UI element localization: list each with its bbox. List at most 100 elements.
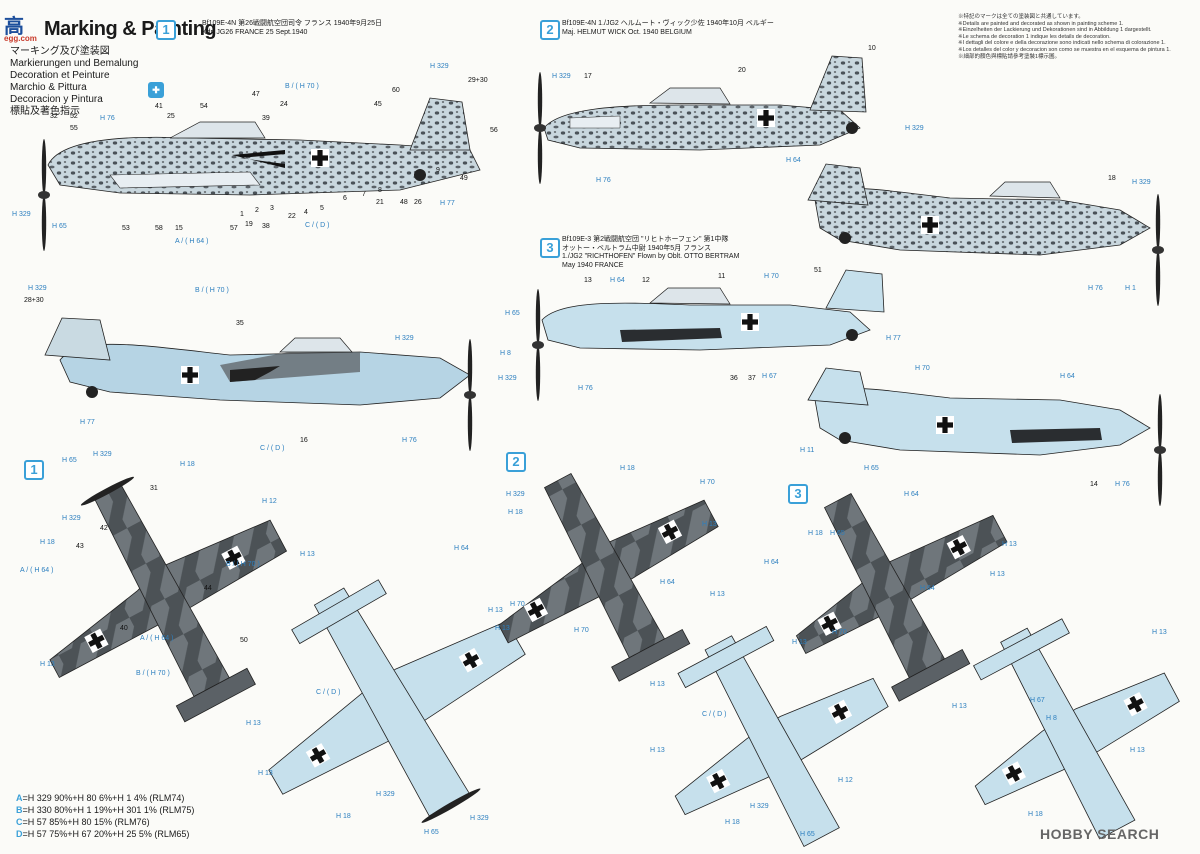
subtitle-line: 標貼及著色指示	[10, 106, 80, 117]
callout-color: H 65	[864, 465, 879, 472]
callout-part: 8	[378, 187, 382, 194]
callout-color: C / ( D )	[702, 711, 727, 718]
plan-2-upper	[498, 472, 719, 682]
scheme-caption-line: Kdr. JG26 FRANCE 25 Sept.1940	[202, 28, 308, 36]
callout-part: 54	[200, 103, 208, 110]
profile-scheme-3-right	[807, 367, 1166, 506]
callout-color: H 13	[40, 661, 55, 668]
profile-scheme-3-left	[532, 269, 885, 401]
callout-color: H 76	[100, 115, 115, 122]
callout-color: H 13	[650, 747, 665, 754]
callout-color: H 329	[12, 211, 31, 218]
callout-color: H 64	[764, 559, 779, 566]
scheme-1-caption: Bf109E-4N 第26戦闘航空団司令 フランス 1940年9月25日 Kdr…	[202, 20, 382, 37]
callout-color: H 12	[262, 498, 277, 505]
callout-color: H 76	[578, 385, 593, 392]
callout-part: 36	[730, 375, 738, 382]
callout-part: 47	[252, 91, 260, 98]
subtitle-list: マーキング及び塗装図 Markierungen und Bemalung Dec…	[10, 46, 138, 118]
callout-part: 17	[584, 73, 592, 80]
callout-color: H 64	[454, 545, 469, 552]
callout-part: 56	[490, 127, 498, 134]
callout-color: H 67	[1030, 697, 1045, 704]
callout-part: 42	[100, 525, 108, 532]
callout-color: H 13	[952, 703, 967, 710]
plan-3-lower	[973, 618, 1180, 840]
callout-color: H 70	[574, 627, 589, 634]
note-line: ※Los detalles del color y decoracion son…	[958, 46, 1171, 53]
profile-scheme-1-left	[38, 97, 481, 251]
callout-part: 12	[642, 277, 650, 284]
callout-part: 45	[374, 101, 382, 108]
callout-part: 18	[1108, 175, 1116, 182]
callout-color: H 13	[1130, 747, 1145, 754]
legend-text: =H 330 80%+H 1 19%+H 301 1% (RLM75)	[22, 805, 195, 815]
scheme-caption-line: オットー・ベルトラム中尉 1940年5月 フランス	[562, 244, 712, 252]
callout-color: H 65	[830, 530, 845, 537]
notes-block: ※特記のマークは全ての塗装図と共通しています。 ※Details are pai…	[958, 14, 1198, 60]
legend-text: =H 329 90%+H 80 6%+H 1 4% (RLM74)	[22, 793, 185, 803]
callout-part: 4	[304, 209, 308, 216]
callout-part: 11	[718, 273, 725, 280]
plan-3-badge: 3	[788, 484, 808, 504]
legend-row: A=H 329 90%+H 80 6%+H 1 4% (RLM74)	[16, 792, 194, 804]
callout-color: H 18	[180, 461, 195, 468]
callout-color: H 18	[336, 813, 351, 820]
callout-part: 50	[240, 637, 248, 644]
callout-part: 31	[150, 485, 158, 492]
callout-color: H 329	[506, 491, 525, 498]
callout-color: H 76	[1115, 481, 1130, 488]
callout-part: 25	[167, 113, 175, 120]
note-line: ※Details are painted and decorated as sh…	[958, 20, 1124, 27]
callout-part: 2	[255, 207, 259, 214]
callout-color: H 70	[764, 273, 779, 280]
callout-color: H 13	[702, 521, 717, 528]
callout-color: C / ( D )	[305, 222, 330, 229]
subtitle-line: Decoracion y Pintura	[10, 94, 103, 105]
callout-color: H 76	[402, 437, 417, 444]
note-line: ※Einzelheiten der Lackierung und Dekorat…	[958, 27, 1152, 34]
callout-part: 55	[70, 125, 78, 132]
callout-color: H 64	[660, 579, 675, 586]
callout-color: H 64	[1060, 373, 1075, 380]
callout-part: 35	[236, 320, 244, 327]
callout-color: H 329	[470, 815, 489, 822]
callout-color: H 329	[1132, 179, 1151, 186]
brand-logo: 高	[4, 16, 24, 38]
callout-color: H 13	[710, 591, 725, 598]
scheme-2-caption: Bf109E-4N 1./JG2 ヘルムート・ヴィック少佐 1940年10月 ベ…	[562, 20, 774, 37]
callout-part: 38	[262, 223, 270, 230]
callout-color: H 70	[700, 479, 715, 486]
callout-color: H 8	[1046, 715, 1057, 722]
callout-part: 43	[76, 543, 84, 550]
callout-part: 3	[270, 205, 274, 212]
callout-color: H 11	[800, 447, 814, 454]
callout-color: C / ( D )	[316, 689, 341, 696]
callout-part: 26	[414, 199, 422, 206]
callout-color: H 13	[300, 551, 315, 558]
callout-part: 60	[392, 87, 400, 94]
callout-color: H 13	[258, 770, 273, 777]
callout-part: 28+30	[24, 297, 44, 304]
subtitle-line: マーキング及び塗装図	[10, 46, 110, 57]
callout-part: 37	[748, 375, 756, 382]
callout-color: H 64	[786, 157, 801, 164]
callout-part: 13	[584, 277, 592, 284]
callout-color: H 13	[990, 571, 1005, 578]
callout-color: H 77	[440, 200, 455, 207]
callout-color: H 65	[424, 829, 439, 836]
legend-key: D	[16, 829, 23, 839]
profile-scheme-1-right	[44, 317, 476, 451]
note-line: ※特記のマークは全ての塗装図と共通しています。	[958, 14, 1084, 20]
callout-color: H 77	[886, 335, 901, 342]
scheme-caption-line: Bf109E-4N 第26戦闘航空団司令 フランス 1940年9月25日	[202, 20, 382, 27]
callout-color: H 65	[52, 223, 67, 230]
callout-part: 15	[175, 225, 183, 232]
callout-part: 22	[288, 213, 296, 220]
callout-color: H 8	[500, 350, 511, 357]
scheme-caption-line: 1./JG2 "RICHTHOFEN" Flown by Oblt. OTTO …	[562, 253, 740, 260]
callout-color: H 18	[725, 819, 740, 826]
callout-part: 7	[362, 191, 366, 198]
callout-part: 48	[400, 199, 408, 206]
